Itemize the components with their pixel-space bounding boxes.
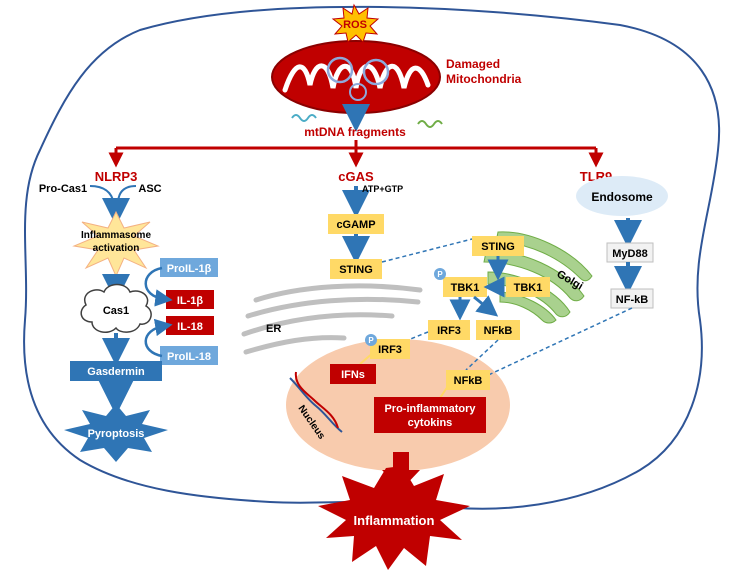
asc-curve (117, 185, 137, 205)
er-label: ER (266, 323, 281, 335)
inflammasome-label-line2: activation (93, 243, 140, 254)
cytokines-label-line2: cytokins (408, 417, 453, 429)
nfkb-nucleus-label: NFkB (454, 375, 483, 387)
pro-il1b-conversion-arrow (144, 266, 173, 307)
cas1-label: Cas1 (103, 305, 129, 317)
il18-label: IL-18 (177, 321, 203, 333)
tlr9-nfkb-dashed (481, 307, 633, 379)
ros-burst-shape (331, 3, 380, 43)
cgamp-box (328, 214, 384, 234)
nfkb-right-label: NF-kB (616, 294, 648, 306)
cytokines-box (374, 397, 486, 433)
inflammasome-label-line1: Inflammasome (81, 230, 151, 241)
tbk1-right-box (506, 277, 550, 297)
mtdna-fragment-right-icon (417, 120, 443, 128)
pyroptosis-label: Pyroptosis (88, 428, 145, 440)
pro-il18-box (160, 346, 218, 365)
myd88-label: MyD88 (612, 248, 647, 260)
nfkb-nucleus-box (446, 370, 490, 390)
gasdermin-box (70, 361, 162, 381)
pro-il18-conversion-arrow (144, 318, 173, 358)
ros-label: ROS (343, 19, 367, 31)
tbk1-to-nfkb-arrow (473, 295, 499, 317)
irf3-nucleus-label: IRF3 (378, 344, 402, 356)
cytokines-label-line1: Pro-inflammatory (384, 403, 476, 415)
damaged-mitochondrion (271, 40, 441, 114)
irf3-cyto-label: IRF3 (437, 325, 461, 337)
atp-gtp-label: ATP+GTP (362, 184, 403, 194)
irf3-translocation-dashed (397, 331, 429, 345)
phospho-irf3-badge (365, 334, 377, 346)
phospho-tbk1-badge (434, 268, 446, 280)
cgas-title: cGAS (338, 169, 374, 184)
cas1-cloud-shape (80, 283, 152, 333)
ifns-box (330, 364, 376, 384)
endosome-label: Endosome (591, 190, 653, 204)
phospho-tbk1-label: P (437, 270, 443, 279)
asc-label: ASC (138, 183, 161, 195)
nfkb-to-cytokines-connector (439, 385, 449, 399)
irf3-to-ifns-connector (359, 351, 375, 365)
inflammation-burst-shape (318, 466, 470, 570)
il1b-box (166, 290, 214, 309)
il18-box (166, 316, 214, 335)
mtdna-fragment-left-icon (291, 114, 317, 122)
gasdermin-label: Gasdermin (87, 366, 145, 378)
endoplasmic-reticulum (241, 283, 423, 355)
irf3-cyto-box (428, 320, 470, 340)
irf3-nucleus-box (370, 339, 410, 359)
ifns-label: IFNs (341, 369, 365, 381)
nfkb-cyto-label: NFkB (484, 325, 513, 337)
dna-helix-icon (289, 371, 343, 433)
tbk1-left-label: TBK1 (451, 282, 480, 294)
inflammation-label: Inflammation (354, 513, 435, 528)
tbk1-right-label: TBK1 (514, 282, 543, 294)
sting-er-label: STING (339, 264, 373, 276)
mito-label-line1: Damaged (446, 57, 500, 71)
mito-label-line2: Mitochondria (446, 72, 522, 86)
nlrp3-title: NLRP3 (95, 169, 138, 184)
phospho-irf3-label: P (368, 336, 374, 345)
pro-il1b-label: ProIL-1β (167, 263, 212, 275)
sting-golgi-box (472, 236, 524, 256)
cell-membrane (23, 5, 721, 510)
pyroptosis-burst-shape (64, 404, 168, 462)
pro-cas1-curve (89, 185, 115, 205)
pro-il18-label: ProIL-18 (167, 351, 211, 363)
nfkb-translocation-dashed (465, 339, 499, 371)
pro-cas1-label: Pro-Cas1 (39, 183, 87, 195)
il1b-label: IL-1β (177, 295, 204, 307)
cgamp-label: cGAMP (336, 219, 375, 231)
nfkb-cyto-box (476, 320, 520, 340)
endosome-shape (576, 176, 668, 216)
tbk1-left-box (443, 277, 487, 297)
mtdna-fragments-label: mtDNA fragments (304, 125, 406, 139)
sting-er-box (330, 259, 382, 279)
sting-golgi-label: STING (481, 241, 515, 253)
pro-il1b-box (160, 258, 218, 277)
sting-translocation-dashed (381, 237, 477, 263)
branch-connectors (108, 140, 604, 168)
